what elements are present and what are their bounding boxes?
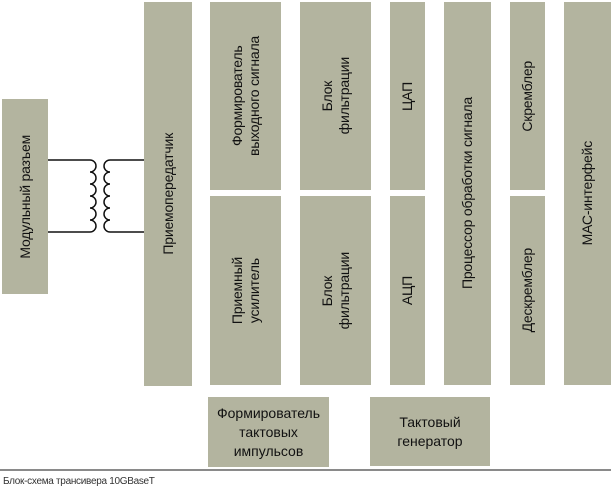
block-output-shaper: Формирователь выходного сигнала [210,2,281,190]
block-dac: ЦАП [390,2,425,190]
block-dsp: Процессор обработки сигнала [444,2,491,385]
block-filter-tx: Блок фильтрации [300,2,371,190]
block-label: АЦП [399,275,415,306]
block-label: Процессор обработки сигнала [459,97,475,290]
block-label: МАС-интерфейс [579,141,595,246]
block-label: Приемный усилитель [228,256,262,325]
block-filter-rx: Блок фильтрации [300,196,371,385]
block-label: ЦАП [399,81,415,111]
block-rx-amplifier: Приемный усилитель [210,196,281,385]
block-transceiver: Приемопередатчик [144,2,192,386]
block-mac: МАС-интерфейс [564,2,611,385]
block-label: Формирователь тактовых импульсов [216,404,321,459]
figure-caption: Блок-схема трансивера 10GBaseT [3,476,155,487]
caption-divider [0,469,611,471]
block-clock-shaper: Формирователь тактовых импульсов [208,397,329,467]
block-label: Приемопередатчик [159,133,176,255]
block-label: Формирователь выходного сигнала [228,36,262,156]
block-label: Блок фильтрации [318,251,352,330]
block-descrambler: Дескремблер [510,196,545,385]
block-connector: Модульный разъем [2,99,48,294]
block-label: Блок фильтрации [318,57,352,135]
block-label: Тактовый генератор [397,413,463,449]
block-label: Дескремблер [519,248,535,333]
block-label: Скремблер [519,60,535,132]
block-scrambler: Скремблер [510,2,545,190]
block-adc: АЦП [390,196,425,385]
block-clock-generator: Тактовый генератор [370,397,490,466]
